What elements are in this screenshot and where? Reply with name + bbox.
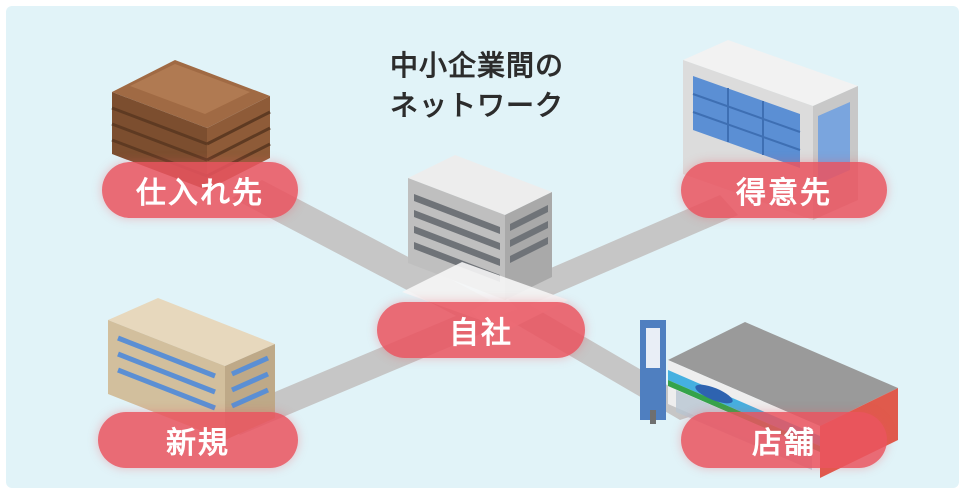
title-line-2: ネットワーク — [389, 89, 564, 122]
label-store: 店舗 — [681, 412, 887, 468]
label-customer: 得意先 — [681, 162, 887, 218]
label-supplier: 仕入れ先 — [102, 162, 298, 218]
connector-customer — [500, 195, 738, 310]
title-line-1: 中小企業間の — [389, 49, 564, 82]
diagram-title: 中小企業間の ネットワーク — [352, 46, 602, 126]
label-new: 新規 — [98, 412, 298, 468]
label-self: 自社 — [377, 302, 585, 358]
